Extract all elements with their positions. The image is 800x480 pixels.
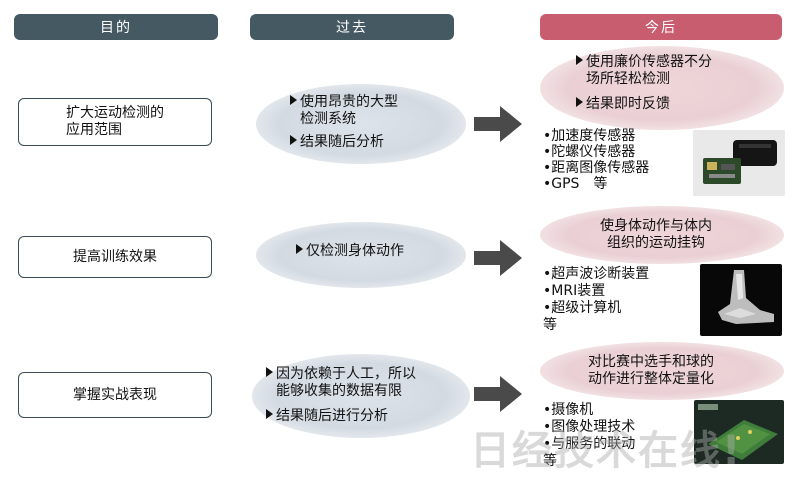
header-past: 过去 xyxy=(250,14,454,40)
arrow-right-icon xyxy=(474,240,522,276)
past-2-item-1: 仅检测身体动作 xyxy=(296,243,404,260)
arrow-right-icon xyxy=(474,106,522,142)
triangle-bullet-icon xyxy=(290,95,297,105)
arrow-right-icon xyxy=(474,376,522,412)
header-future: 今后 xyxy=(540,14,782,40)
future-3-item-1: 对比赛中选手和球的 动作进行整体定量化 xyxy=(588,354,714,387)
past-oval-3 xyxy=(252,354,470,438)
goal-3-line-1: 掌握实战表现 xyxy=(73,386,157,403)
future-oval-2 xyxy=(540,206,784,264)
sensor-device-photo xyxy=(693,130,785,196)
past-1-item-2: 结果随后分析 xyxy=(290,134,384,151)
header-goal: 目的 xyxy=(14,14,218,40)
future-1-item-2: 结果即时反馈 xyxy=(576,96,670,113)
triangle-bullet-icon xyxy=(296,244,303,254)
watermark-text: 日经技术在线! xyxy=(470,428,743,474)
goal-box-1: 扩大运动检测的 应用范围 xyxy=(18,98,212,146)
triangle-bullet-icon xyxy=(266,409,273,419)
tool-list-2: •超声波诊断装置 •MRI装置 •超级计算机 等 xyxy=(543,266,650,333)
triangle-bullet-icon xyxy=(266,367,273,377)
past-3-item-1: 因为依赖于人工，所以 能够收集的数据有限 xyxy=(266,366,416,400)
past-1-item-1: 使用昂贵的大型 检测系统 xyxy=(290,94,398,128)
triangle-bullet-icon xyxy=(290,135,297,145)
future-2-item-1: 使身体动作与体内 组织的运动挂钩 xyxy=(600,218,712,251)
past-oval-2 xyxy=(256,222,466,288)
goal-box-2: 提高训练效果 xyxy=(18,236,212,278)
future-oval-3 xyxy=(540,342,784,400)
future-1-item-1: 使用廉价传感器不分 场所轻松检测 xyxy=(576,54,712,88)
goal-2-line-1: 提高训练效果 xyxy=(73,248,157,265)
triangle-bullet-icon xyxy=(576,97,583,107)
past-3-item-2: 结果随后进行分析 xyxy=(266,408,388,425)
mri-foot-image xyxy=(700,264,782,336)
goal-1-line-1: 扩大运动检测的 xyxy=(66,105,164,121)
tool-list-1: •加速度传感器 •陀螺仪传感器 •距离图像传感器 •GPS 等 xyxy=(543,128,650,192)
triangle-bullet-icon xyxy=(576,55,583,65)
image-processing-screenshot xyxy=(694,400,784,464)
tool-list-3: •摄像机 •图像处理技术 •与服务的联动 等 xyxy=(543,402,636,469)
goal-box-3: 掌握实战表现 xyxy=(18,372,212,418)
goal-1-line-2: 应用范围 xyxy=(66,122,122,138)
